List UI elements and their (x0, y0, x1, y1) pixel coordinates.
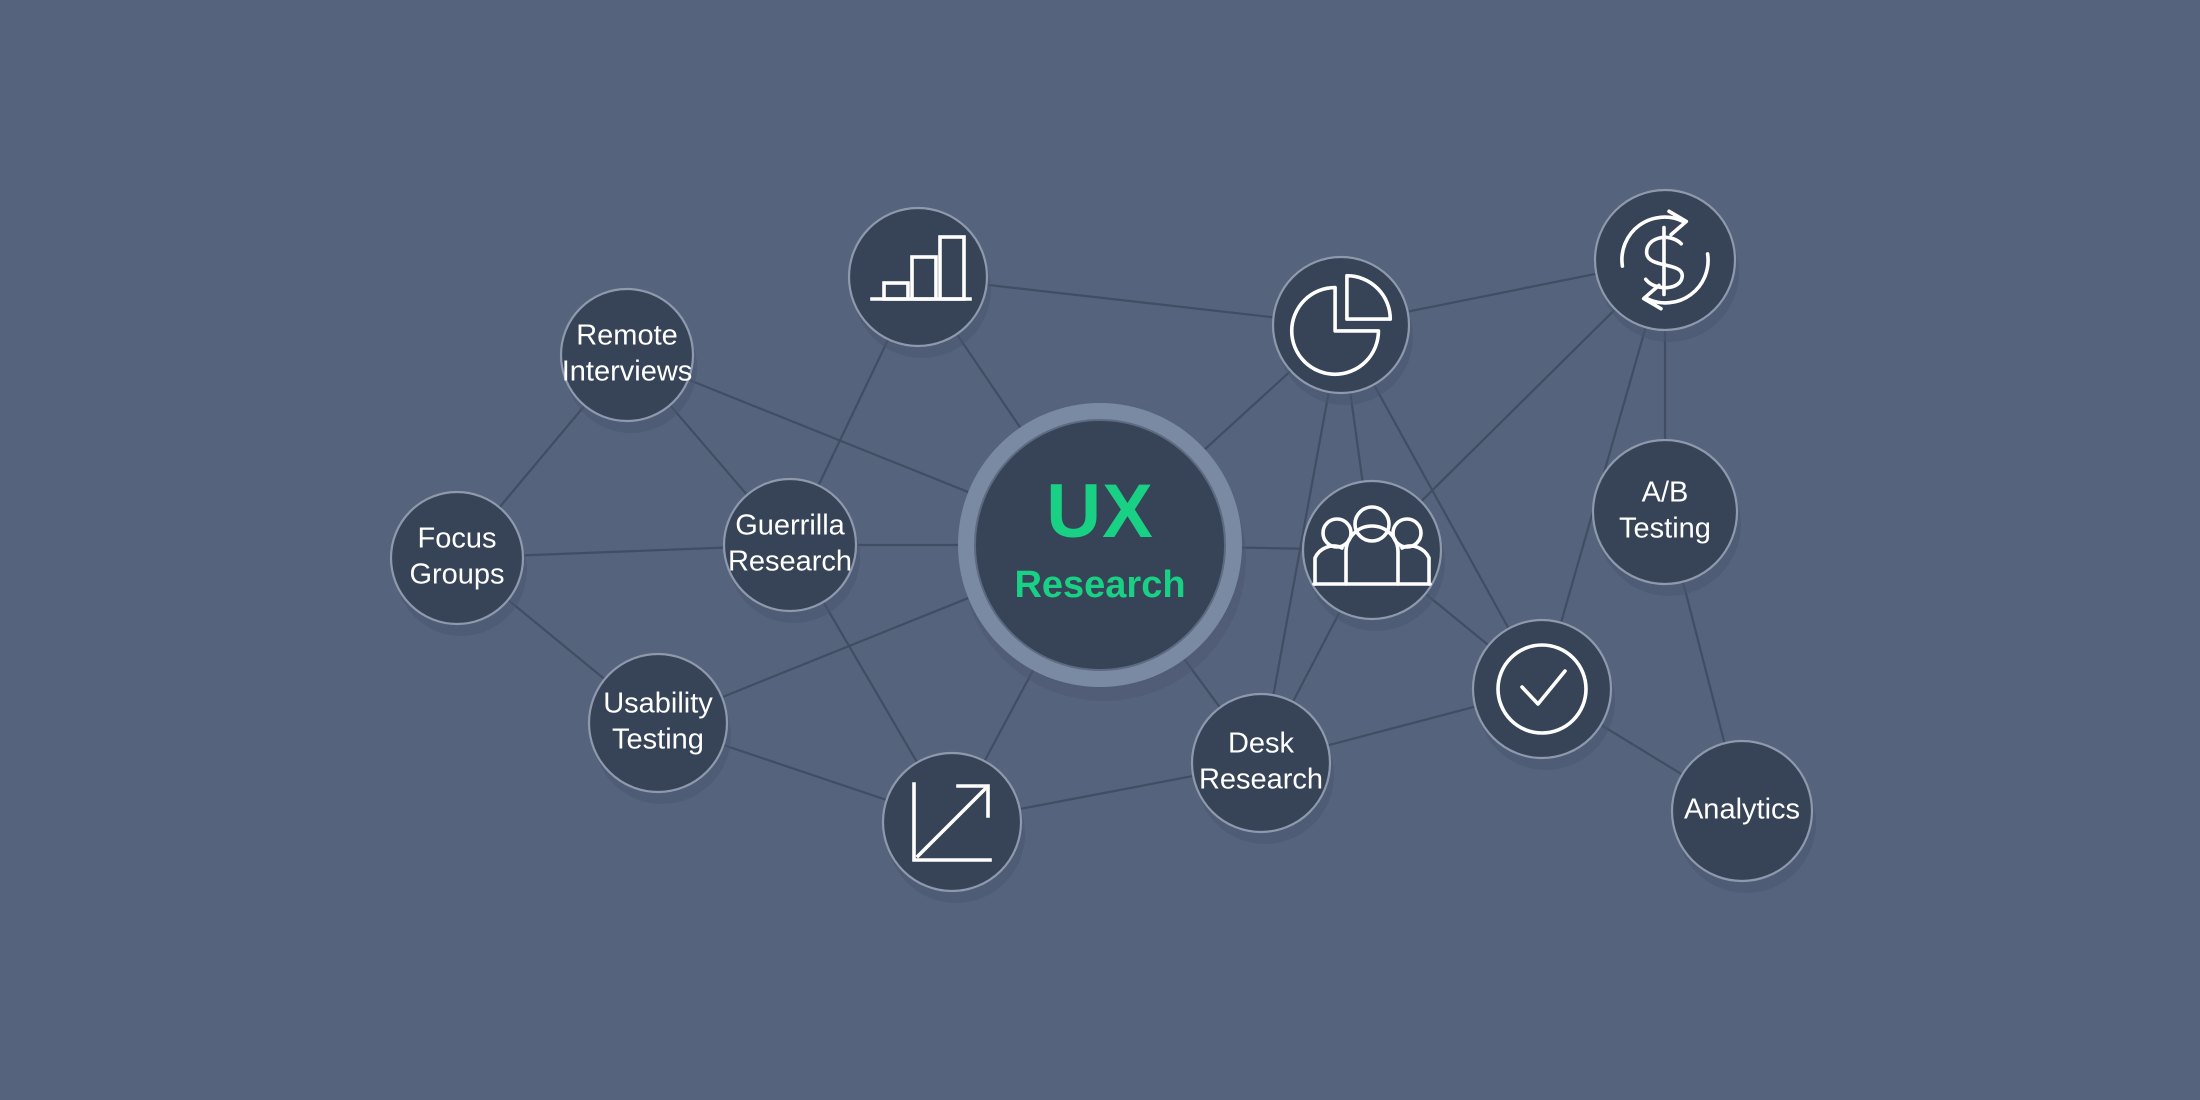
edge-bar-chart-to-guerrilla-research (814, 333, 892, 492)
node-label-line: Desk (1228, 728, 1295, 760)
node-label-line: Focus (418, 523, 497, 555)
check-circle-icon (1496, 643, 1588, 735)
node-ab-testing[interactable]: A/B Testing (1591, 438, 1741, 596)
growth-arrowhead (956, 784, 990, 818)
hub-title: UX (1046, 469, 1154, 554)
refresh-arrowhead-bottom (1641, 283, 1663, 311)
growth-axes (912, 782, 992, 862)
people-group-icon (1312, 505, 1432, 586)
check-tick (1520, 669, 1567, 706)
node-label-line: Usability (603, 688, 713, 720)
refresh-arrowhead-top (1667, 209, 1689, 237)
pie-exploded-slice (1345, 273, 1393, 321)
node-growth-arrow[interactable] (881, 751, 1025, 903)
edge-pie-chart-to-checkmark (1370, 378, 1513, 635)
node-disc[interactable] (1591, 438, 1739, 586)
edge-ux-research-hub-to-pie-chart (1199, 365, 1296, 455)
node-label-line: Testing (1619, 513, 1711, 545)
edge-roi-dollar-to-user-group (1416, 304, 1621, 507)
edge-usability-testing-to-growth-arrow (717, 742, 893, 803)
node-disc[interactable] (389, 490, 525, 626)
check-ring (1496, 643, 1588, 735)
person-head-center (1353, 505, 1391, 543)
node-disc[interactable] (1471, 618, 1613, 760)
growth-arrow-icon (912, 782, 992, 862)
person-body-right (1400, 544, 1431, 586)
edge-checkmark-to-desk-research (1321, 703, 1482, 749)
edge-ab-testing-to-analytics (1680, 575, 1728, 750)
node-bar-chart[interactable] (847, 206, 991, 358)
node-disc[interactable] (587, 652, 729, 794)
node-disc[interactable] (559, 287, 695, 423)
edge-guerrilla-research-to-growth-arrow (819, 596, 922, 769)
node-disc[interactable] (1190, 692, 1332, 834)
node-ux-research-hub[interactable]: UX Research (958, 403, 1246, 701)
node-disc[interactable] (722, 477, 858, 613)
growth-trend-line (915, 786, 988, 859)
edge-focus-groups-to-usability-testing (502, 595, 611, 684)
node-label-line: Remote (576, 320, 678, 352)
node-roi-dollar[interactable] (1593, 188, 1739, 342)
pie-chart-icon (1289, 273, 1393, 377)
dollar-refresh-icon (1620, 209, 1710, 311)
node-label-line: Research (728, 546, 852, 578)
node-label-line: A/B (1642, 477, 1689, 509)
node-label-line: Guerrilla (735, 510, 845, 542)
person-body-center (1344, 524, 1400, 586)
hub-disc[interactable] (974, 419, 1226, 671)
node-user-group[interactable] (1301, 479, 1445, 631)
edge-remote-interviews-to-ux-research-hub (682, 376, 975, 496)
pie-major-sector (1289, 285, 1381, 377)
edge-growth-arrow-to-desk-research (1013, 773, 1200, 812)
node-label-line: Testing (612, 724, 704, 756)
edge-ux-research-hub-to-user-group (1235, 546, 1310, 550)
node-label-line: Groups (409, 559, 504, 591)
edge-user-group-to-desk-research (1289, 605, 1344, 708)
node-disc[interactable] (847, 206, 989, 348)
edge-ux-research-hub-to-growth-arrow (980, 664, 1037, 767)
node-label-line: Analytics (1684, 794, 1800, 826)
edge-checkmark-to-analytics (1595, 720, 1688, 779)
refresh-arc-bottom (1644, 252, 1710, 305)
node-disc[interactable] (1670, 739, 1814, 883)
edges-layer (494, 271, 1728, 812)
bar-chart-icon (870, 235, 972, 301)
node-pie-chart[interactable] (1271, 255, 1413, 405)
edge-pie-chart-to-desk-research (1271, 385, 1331, 702)
refresh-arc-top (1620, 215, 1686, 268)
edge-bar-chart-to-pie-chart (980, 283, 1280, 320)
edge-usability-testing-to-ux-research-hub (716, 594, 975, 701)
node-analytics[interactable]: Analytics (1670, 739, 1816, 893)
node-checkmark[interactable] (1471, 618, 1615, 770)
edge-pie-chart-to-roi-dollar (1401, 271, 1603, 314)
edge-remote-interviews-to-guerrilla-research (665, 399, 752, 501)
edge-remote-interviews-to-focus-groups (494, 400, 590, 513)
hub-subtitle: Research (1014, 564, 1185, 606)
node-label-line: Interviews (562, 356, 693, 388)
node-disc[interactable] (1271, 255, 1411, 395)
edge-bar-chart-to-ux-research-hub (952, 328, 1025, 434)
person-body-left (1313, 544, 1344, 586)
edge-focus-groups-to-guerrilla-research (516, 546, 731, 557)
node-label-line: Research (1199, 764, 1323, 796)
